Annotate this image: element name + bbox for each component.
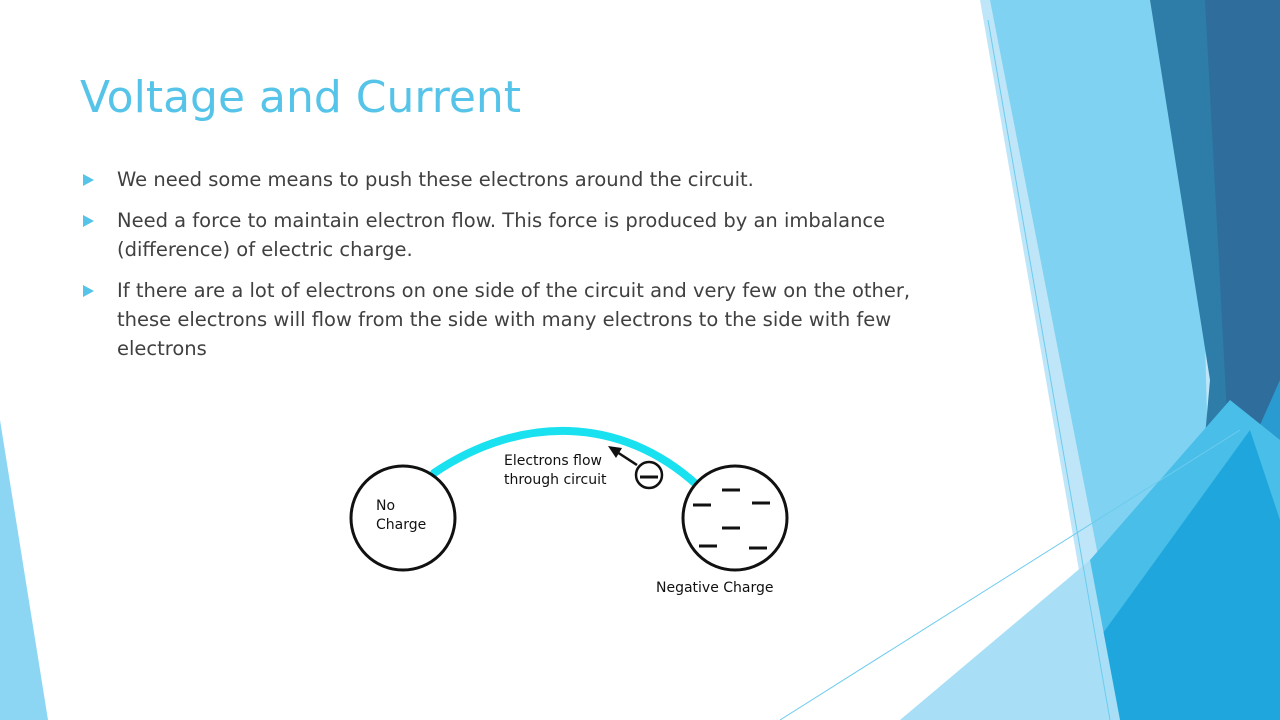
left-accent-shape	[0, 420, 48, 720]
bottom-pale-facet	[900, 560, 1120, 720]
triangle-right-icon	[83, 174, 94, 186]
flow-arrow	[608, 446, 638, 467]
no-charge-sphere	[349, 464, 457, 572]
negative-charge-sphere	[681, 464, 789, 572]
electron	[634, 460, 664, 490]
triangle-right-icon	[83, 215, 94, 227]
no-charge-label-line1: No	[376, 498, 395, 514]
triangle-right-icon	[83, 285, 94, 297]
bullet-item: Need a force to maintain electron flow. …	[80, 206, 960, 264]
bullet-item: If there are a lot of electrons on one s…	[80, 276, 960, 363]
accent-line	[987, 19, 1111, 720]
circuit-wire	[430, 427, 701, 489]
bullet-text: If there are a lot of electrons on one s…	[117, 279, 911, 360]
accent-line	[779, 429, 1241, 720]
right-darkest-facet	[1205, 0, 1280, 470]
negative-charge-label: Negative Charge	[656, 580, 774, 596]
bullet-text: Need a force to maintain electron flow. …	[117, 209, 886, 261]
bullet-list: We need some means to push these electro…	[80, 165, 960, 375]
bullet-item: We need some means to push these electro…	[80, 165, 960, 194]
no-charge-label-line2: Charge	[376, 517, 426, 533]
negative-charge-marks	[693, 488, 770, 550]
arrow-shaft	[616, 450, 638, 467]
flow-label-line1: Electrons flow	[504, 453, 602, 469]
bullet-text: We need some means to push these electro…	[117, 168, 754, 191]
slide-title: Voltage and Current	[80, 72, 522, 123]
flow-label-line2: through circuit	[504, 472, 607, 488]
electron-circle	[634, 460, 664, 490]
arrow-head-icon	[608, 446, 622, 458]
